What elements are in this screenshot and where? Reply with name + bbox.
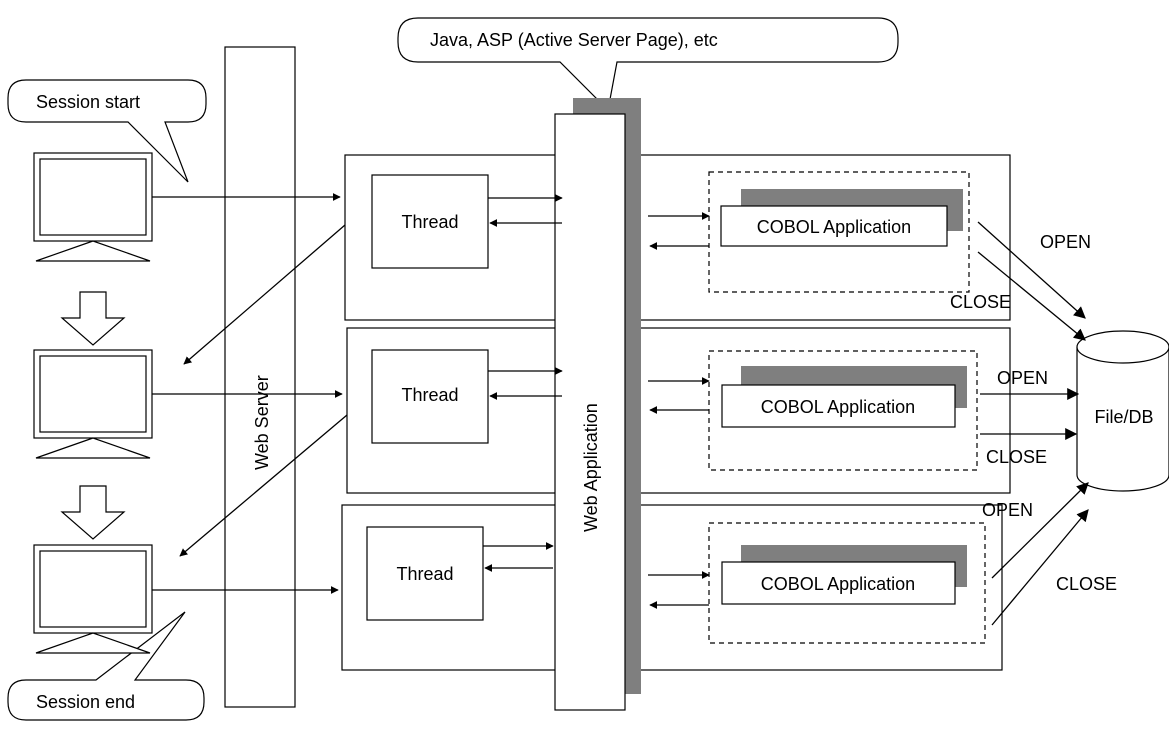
flow-down-arrow-2: [60, 485, 126, 540]
open-label-3: OPEN: [982, 500, 1033, 520]
cobol-label-2: COBOL Application: [761, 397, 915, 417]
tech-callout: Java, ASP (Active Server Page), etc: [397, 17, 899, 112]
open-arrow-1: [977, 221, 1086, 319]
thread-box-3: Thread: [366, 526, 484, 621]
close-label-2: CLOSE: [986, 447, 1047, 467]
close-label-1: CLOSE: [950, 292, 1011, 312]
session-end-callout: Session end: [7, 611, 205, 721]
session-start-callout: Session start: [7, 79, 207, 183]
session-start-text: Session start: [36, 92, 140, 112]
thread-label-1: Thread: [401, 212, 458, 232]
file-db-cylinder: File/DB: [1076, 330, 1169, 492]
close-label-3: CLOSE: [1056, 574, 1117, 594]
web-application-label: Web Application: [581, 403, 601, 532]
tech-callout-text: Java, ASP (Active Server Page), etc: [430, 30, 718, 50]
cobol-label-1: COBOL Application: [757, 217, 911, 237]
thread-box-2: Thread: [371, 349, 489, 444]
cobol-app-3: COBOL Application: [721, 545, 967, 605]
close-arrow-3: [991, 509, 1089, 626]
client-monitor-2: [33, 349, 153, 459]
cobol-app-1: COBOL Application: [720, 189, 963, 247]
client-monitor-3: [33, 544, 153, 654]
web-server-label: Web Server: [252, 375, 272, 470]
client-monitor-1: [33, 152, 153, 262]
cobol-area-1: [708, 171, 970, 293]
cobol-area-3: [708, 522, 986, 644]
session-end-text: Session end: [36, 692, 135, 712]
response-arrow-1: [183, 224, 346, 365]
response-arrow-2: [179, 414, 348, 557]
open-label-2: OPEN: [997, 368, 1048, 388]
file-db-label: File/DB: [1094, 407, 1153, 427]
thread-label-3: Thread: [396, 564, 453, 584]
close-arrow-1: [977, 251, 1086, 341]
flow-down-arrow-1: [60, 291, 126, 346]
open-arrow-3: [991, 482, 1089, 579]
open-label-1: OPEN: [1040, 232, 1091, 252]
cobol-app-2: COBOL Application: [721, 366, 967, 428]
thread-box-1: Thread: [371, 174, 489, 269]
thread-label-2: Thread: [401, 385, 458, 405]
web-application-box: Web Application: [554, 98, 641, 711]
cobol-label-3: COBOL Application: [761, 574, 915, 594]
web-server-box: Web Server: [224, 46, 296, 708]
